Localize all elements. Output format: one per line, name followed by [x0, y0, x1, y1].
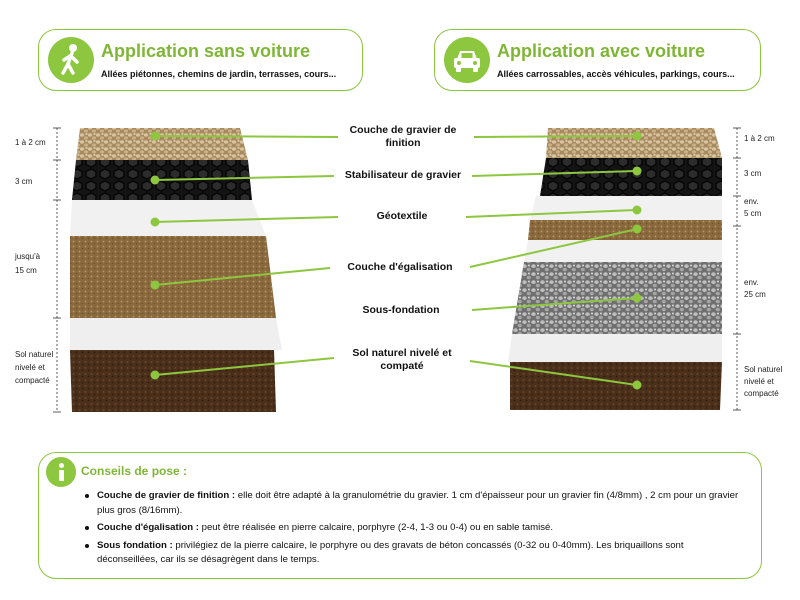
layer-diagram: 1 à 2 cm 3 cm jusqu'à 15 cm Sol naturel … [14, 127, 782, 413]
application-without-car-title: Application sans voiture [101, 41, 311, 61]
tip-term: Sous fondation : [97, 539, 173, 551]
left-dim-soil-line1: Sol naturel [15, 350, 53, 359]
left-gravel-layer [76, 128, 248, 160]
connector-subbase-right [471, 297, 638, 311]
list-item: Couche de gravier de finition : elle doi… [85, 489, 745, 518]
tips-title: Conseils de pose : [81, 464, 188, 478]
connector-dot [150, 131, 160, 141]
installation-tips-box: Conseils de pose : Couche de gravier de … [38, 452, 762, 579]
left-layer-stack [70, 128, 282, 412]
right-dim-subbase-line1: env. [744, 278, 759, 287]
connector-gravel-left [154, 135, 339, 138]
connector-dot [632, 293, 642, 303]
info-icon [46, 457, 76, 487]
connector-soil-right [469, 360, 638, 386]
connector-dot [150, 280, 160, 290]
right-dim-soil-line1: Sol naturel [744, 365, 782, 374]
left-leveling-layer [70, 236, 276, 318]
connector-dot [632, 131, 642, 141]
connector-dot [632, 380, 642, 390]
list-item: Sous fondation : privilégiez de la pierr… [85, 539, 745, 568]
label-natural-soil: Sol naturel nivelé et compaté [352, 347, 452, 372]
pedestrian-icon [48, 37, 94, 83]
tip-text: elle doit être adapté à la granulométrie… [97, 490, 739, 516]
right-geotextile-bottom [508, 334, 722, 362]
connector-gravel-right [473, 135, 638, 138]
right-dim-leveling-line2: 5 cm [744, 209, 762, 218]
right-gravel-layer [546, 128, 722, 158]
left-dim-soil-line3: compacté [15, 376, 50, 385]
left-dim-gravel: 1 à 2 cm [15, 138, 46, 147]
application-without-car-subtitle: Allées piétonnes, chemins de jardin, ter… [101, 69, 337, 79]
left-geotextile-layer [70, 200, 266, 236]
right-dim-soil-line3: compacté [744, 389, 779, 398]
application-with-car-subtitle: Allées carrossables, accès véhicules, pa… [497, 69, 735, 79]
tips-list: Couche de gravier de finition : elle doi… [85, 489, 745, 571]
left-dim-leveling-line2: 15 cm [15, 266, 37, 275]
right-dim-soil-line2: nivelé et [744, 377, 775, 386]
application-without-car-card: Application sans voiture Allées piétonne… [38, 29, 363, 91]
connector-dot [632, 224, 642, 234]
connector-dot [632, 205, 642, 215]
application-with-car-card: Application avec voiture Allées carrossa… [434, 29, 761, 91]
right-geotextile-layer [530, 196, 722, 220]
connector-dot [632, 166, 642, 176]
right-dimension-line [733, 127, 741, 411]
connector-stabilizer-left [154, 175, 335, 181]
connector-lines [150, 131, 642, 390]
right-dim-stabilizer: 3 cm [744, 169, 762, 178]
connector-geotextile-left [154, 216, 339, 223]
label-leveling-layer: Couche d'égalisation [347, 261, 453, 273]
right-layer-stack [508, 128, 722, 410]
tip-term: Couche d'égalisation : [97, 522, 199, 533]
right-subbase-layer [512, 262, 722, 334]
tip-text: peut être réalisée en pierre calcaire, p… [198, 522, 554, 533]
connector-dot [150, 175, 160, 185]
left-dim-leveling-line1: jusqu'à [14, 252, 41, 261]
right-dim-subbase-line2: 25 cm [744, 290, 766, 299]
left-soil-layer [70, 350, 276, 412]
connector-dot [150, 217, 160, 227]
application-with-car-title: Application avec voiture [497, 41, 706, 61]
right-stabilizer-layer [540, 158, 722, 196]
left-dimension-line [53, 127, 61, 413]
label-subbase: Sous-fondation [362, 304, 440, 316]
right-dim-gravel: 1 à 2 cm [744, 134, 775, 143]
car-icon [444, 37, 490, 83]
connector-geotextile-right [465, 209, 638, 218]
left-geotextile-bottom [70, 318, 282, 350]
tip-text: privilégiez de la pierre calcaire, le po… [97, 539, 684, 566]
right-geotextile-mid [524, 240, 722, 262]
right-soil-layer [510, 362, 722, 410]
connector-dot [150, 370, 160, 380]
left-dim-stabilizer: 3 cm [15, 177, 33, 186]
connector-soil-left [154, 357, 335, 376]
label-gravel-stabilizer: Stabilisateur de gravier [344, 169, 462, 181]
tip-term: Couche de gravier de finition : [97, 490, 236, 501]
left-dim-soil-line2: nivelé et [15, 363, 46, 372]
connector-stabilizer-right [471, 170, 638, 177]
connector-leveling-left [154, 267, 331, 286]
right-dim-leveling-line1: env. [744, 197, 759, 206]
label-finishing-gravel: Couche de gravier de finition [349, 124, 457, 149]
list-item: Couche d'égalisation : peut être réalisé… [85, 521, 745, 536]
label-geotextile: Géotextile [376, 210, 428, 222]
right-leveling-layer [528, 220, 722, 240]
connector-leveling-right [469, 228, 638, 268]
